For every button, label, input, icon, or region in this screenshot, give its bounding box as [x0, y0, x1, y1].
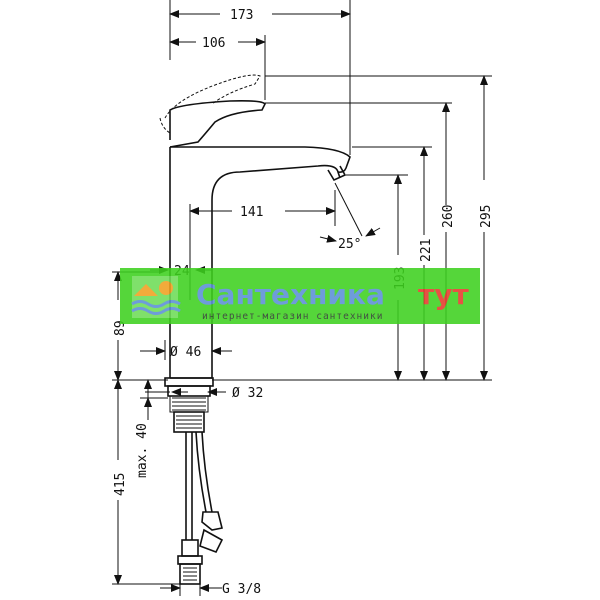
dim-295: 295 — [479, 205, 494, 228]
banner-title-part1: Сантехника — [196, 278, 385, 311]
dim-89: 89 — [113, 320, 128, 336]
dim-g-3-8: G 3/8 — [222, 582, 261, 597]
dim-106: 106 — [202, 36, 225, 51]
faucet-body — [159, 74, 351, 379]
dim-221: 221 — [419, 239, 434, 262]
dim-260: 260 — [441, 205, 456, 228]
banner-background — [120, 268, 480, 324]
dim-diameter-32: Ø 32 — [232, 386, 263, 401]
mounting-assembly — [164, 377, 224, 585]
dimension-labels: 173 106 141 25° 193 221 260 295 24 89 Ø … — [113, 8, 494, 597]
banner-subtitle: интернет-магазин сантехники — [202, 311, 383, 322]
dim-141: 141 — [240, 205, 263, 220]
dim-max-40: max. 40 — [135, 423, 150, 478]
watermark-banner: Сантехника тут интернет-магазин сантехни… — [120, 268, 480, 324]
logo-icon — [131, 276, 181, 318]
dim-173: 173 — [230, 8, 253, 23]
dim-25-degrees: 25° — [338, 237, 361, 252]
dim-415: 415 — [113, 473, 128, 496]
dim-diameter-46: Ø 46 — [170, 345, 201, 360]
banner-title-part2: тут — [418, 278, 469, 311]
